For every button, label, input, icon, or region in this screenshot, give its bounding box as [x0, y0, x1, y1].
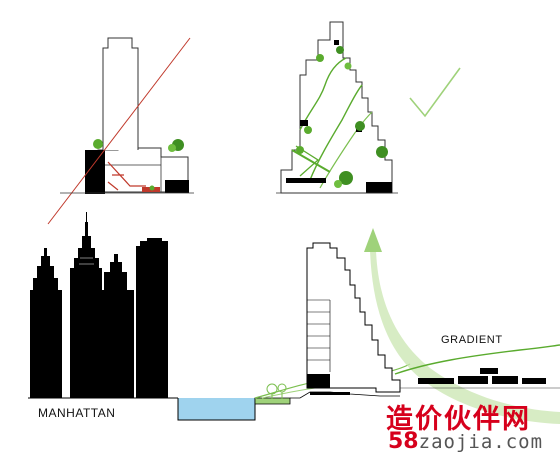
tree-icon [316, 54, 324, 62]
watermark-number: 58 [388, 429, 419, 454]
dark-block [286, 178, 326, 183]
tree-icon [93, 139, 103, 149]
red-circulation [107, 161, 146, 191]
tree-icon [266, 383, 278, 395]
park-ground [254, 397, 291, 405]
green-tower-outline [280, 21, 393, 194]
panel-top-right-green-tower [276, 21, 461, 194]
panel-bottom-left-skyline [28, 212, 256, 421]
check-mark-icon [409, 67, 461, 118]
skyline-tower [100, 254, 134, 398]
dark-band [307, 374, 330, 388]
tower-shaft [102, 37, 139, 150]
watermark-site: 58zaojia.com [388, 429, 543, 454]
podium-block-right [165, 180, 189, 193]
podium-block-left [85, 150, 105, 194]
label-gradient: GRADIENT [441, 334, 503, 346]
skyline-tower-chrysler [70, 212, 102, 398]
skyline-tower [30, 248, 62, 398]
growth-arrow [370, 250, 560, 424]
skyline-tower [136, 238, 168, 398]
watermark-domain: zaojia.com [418, 431, 544, 453]
panel-top-left-tower [47, 37, 194, 225]
green-ramp [299, 57, 347, 131]
label-manhattan: MANHATTAN [38, 406, 116, 420]
panel-bottom-right-gradient [254, 228, 560, 424]
low-block [418, 378, 454, 384]
gradient-line [394, 344, 560, 375]
river-basin [177, 398, 256, 421]
watermark-chinese: 造价伙伴网 [386, 404, 531, 435]
